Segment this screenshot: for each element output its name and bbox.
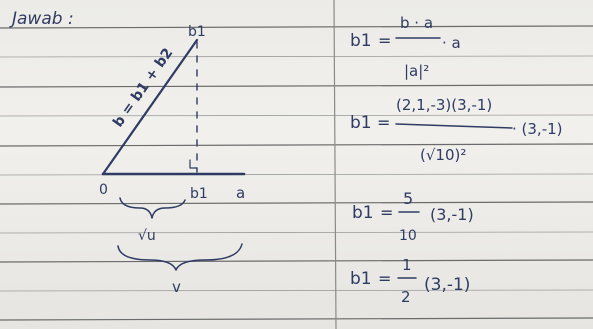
u-label: √u xyxy=(138,228,156,244)
line2-eq: = xyxy=(377,113,390,132)
work-line-3: b1 = 5 10 (3,-1) xyxy=(352,189,474,244)
vector-diagram: 0 a b1 b1 b = b1 + b2 √u v xyxy=(99,24,246,296)
line3-numerator: 5 xyxy=(403,189,413,208)
line1-tail: · a xyxy=(442,34,461,52)
v-label: v xyxy=(172,278,181,296)
vector-b-line xyxy=(101,38,199,176)
faint-lines xyxy=(0,55,593,292)
rule-line xyxy=(0,289,593,292)
line1-denominator: |a|² xyxy=(404,62,429,80)
rule-line xyxy=(0,173,593,176)
brace-v xyxy=(117,243,243,271)
b1-top-label: b1 xyxy=(188,24,206,40)
origin-label: 0 xyxy=(99,182,108,198)
b1-bottom-label: b1 xyxy=(190,186,208,202)
right-angle-mark xyxy=(189,159,198,169)
rule-line xyxy=(0,231,593,234)
rule-line xyxy=(0,84,593,88)
line4-denominator: 2 xyxy=(401,288,411,306)
line2-tail: · (3,-1) xyxy=(512,120,563,138)
line2-denominator: (√10)² xyxy=(420,146,466,164)
line1-eq: = xyxy=(378,31,391,50)
rule-line xyxy=(0,25,593,29)
line2-fraction-bar xyxy=(395,123,513,129)
line4-numerator: 1 xyxy=(402,256,412,274)
line1-numerator: b · a xyxy=(400,14,433,32)
line2-lhs: b1 xyxy=(350,113,372,133)
line1-lhs: b1 xyxy=(350,31,372,51)
line4-eq: = xyxy=(378,269,391,288)
line3-denominator: 10 xyxy=(399,228,417,244)
heading-text: Jawab : xyxy=(9,9,74,29)
work-line-4: b1 = 1 2 (3,-1) xyxy=(350,256,470,306)
work-line-2: b1 = (2,1,-3)(3,-1) (√10)² · (3,-1) xyxy=(350,96,563,164)
ruled-lines xyxy=(0,25,593,321)
line4-tail: (3,-1) xyxy=(424,275,470,295)
work-line-1: b1 = b · a |a|² · a xyxy=(350,14,461,80)
line2-numerator: (2,1,-3)(3,-1) xyxy=(396,96,492,114)
margin-line xyxy=(333,0,337,329)
rule-line xyxy=(0,143,593,147)
rule-line xyxy=(0,55,593,58)
rule-line xyxy=(0,259,593,263)
line3-tail: (3,-1) xyxy=(430,205,474,224)
vector-a-label: a xyxy=(236,184,245,202)
line4-lhs: b1 xyxy=(350,269,372,289)
rule-line xyxy=(0,114,593,117)
line3-eq: = xyxy=(380,203,393,222)
rule-line xyxy=(0,201,593,205)
rule-line xyxy=(0,317,593,321)
line3-lhs: b1 xyxy=(352,203,374,223)
brace-u xyxy=(119,197,186,219)
